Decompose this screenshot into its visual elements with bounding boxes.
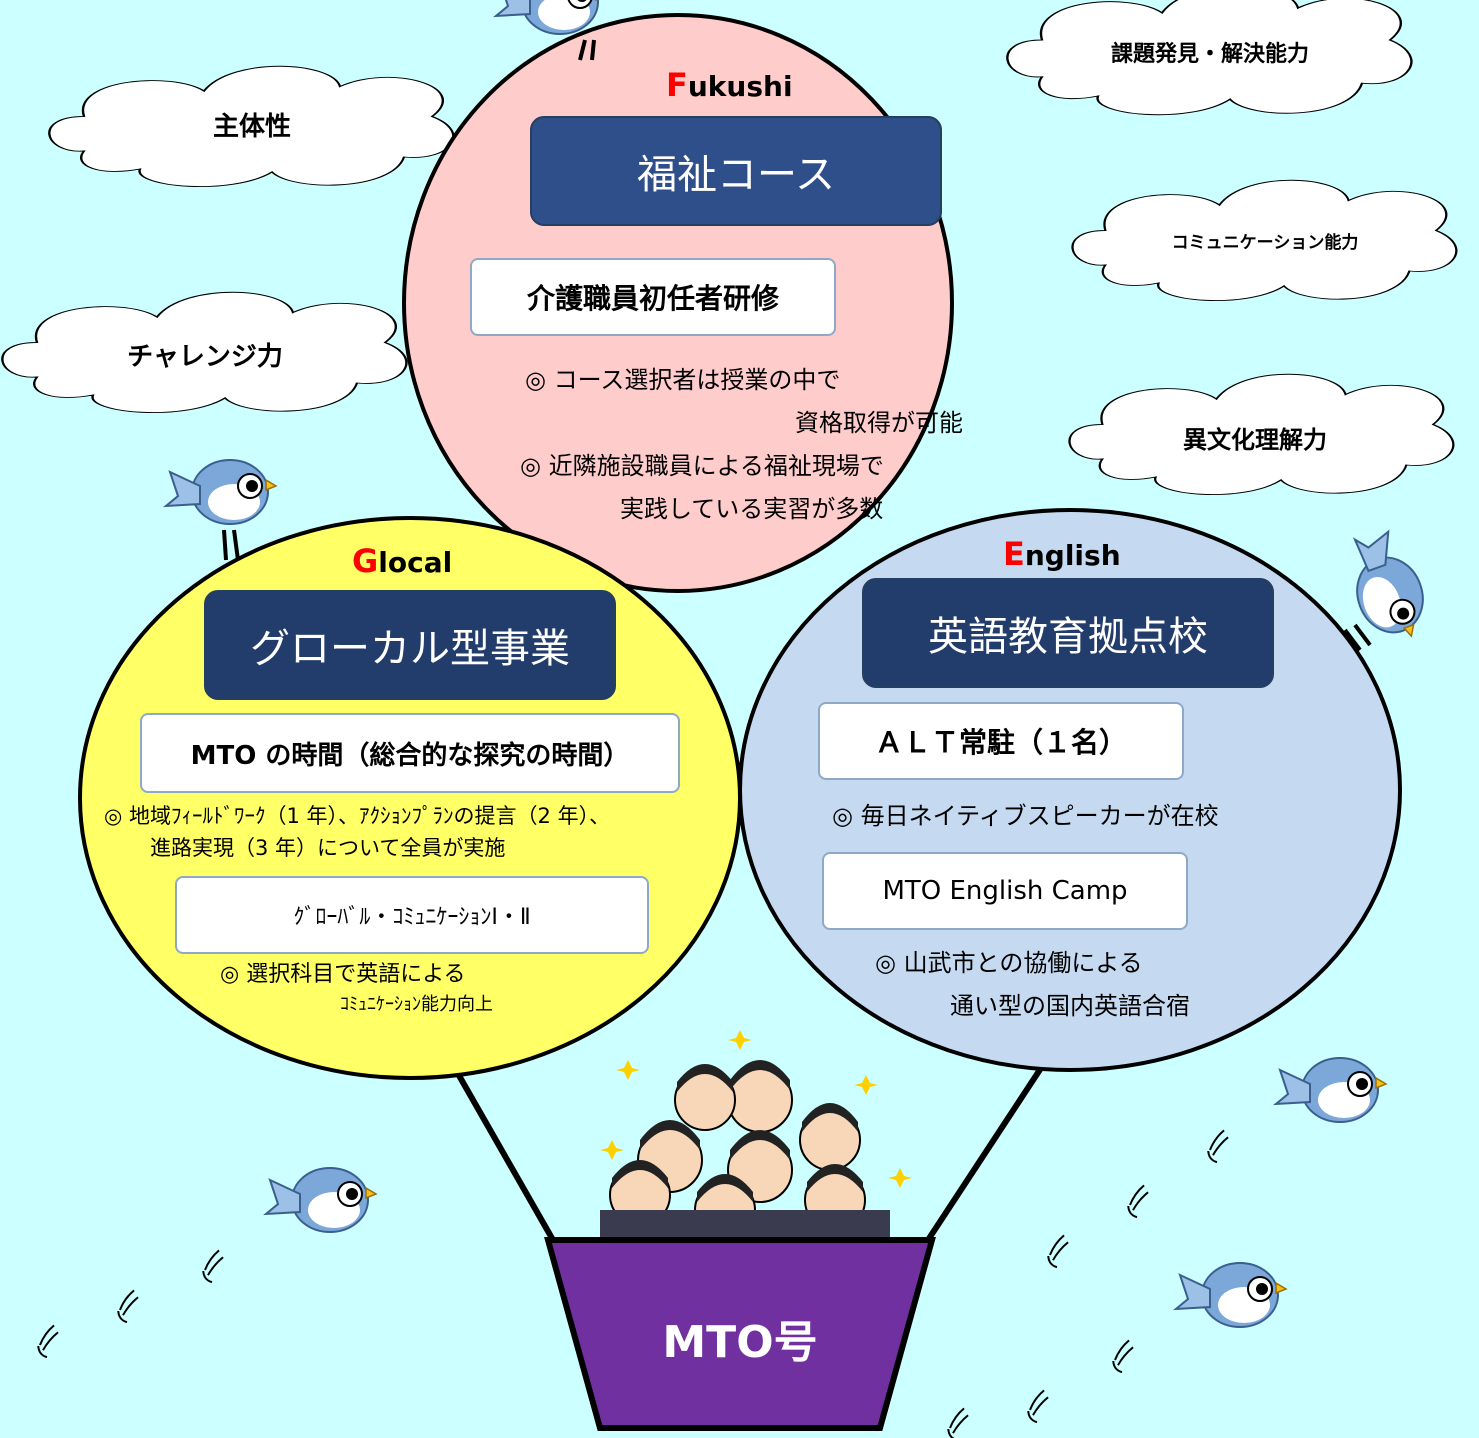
english-item-box-2: MTO English Camp xyxy=(822,852,1188,930)
english-heading-rest: nglish xyxy=(1024,539,1121,572)
fukushi-initial: F xyxy=(666,66,688,104)
english-title-box: 英語教育拠点校 xyxy=(862,578,1274,688)
glocal-note-2a: ◎ 選択科目で英語による xyxy=(220,962,466,987)
fukushi-note-2a: ◎ 近隣施設職員による福祉現場で xyxy=(520,452,884,480)
english-item-label-1: ＡＬＴ常駐（１名） xyxy=(874,726,1127,759)
cloud-label-communication: コミュニケーション能力 xyxy=(1171,233,1359,253)
fukushi-note-1b: 資格取得が可能 xyxy=(795,409,963,437)
glocal-item-label-1: MTO の時間（総合的な探究の時間） xyxy=(190,740,630,771)
fukushi-item-box: 介護職員初任者研修 xyxy=(470,258,836,336)
glocal-item-box-1: MTO の時間（総合的な探究の時間） xyxy=(140,713,680,793)
glocal-heading-rest: local xyxy=(378,546,453,579)
fukushi-note-2b: 実践している実習が多数 xyxy=(620,495,884,523)
rope-left xyxy=(450,1063,556,1242)
bird-icon xyxy=(265,1167,377,1233)
english-item-label-2: MTO English Camp xyxy=(882,876,1128,906)
fukushi-item-label: 介護職員初任者研修 xyxy=(526,282,779,315)
glocal-item-box-2: ｸﾞﾛｰﾊﾞﾙ・ｺﾐｭﾆｹｰｼｮﾝⅠ・Ⅱ xyxy=(175,876,649,954)
glocal-heading: Glocal xyxy=(352,542,452,580)
rope-right xyxy=(925,1063,1046,1242)
english-note-2a: ◎ 山武市との協働による xyxy=(875,949,1143,977)
cloud-label-ibunka: 異文化理解力 xyxy=(1183,426,1327,454)
glocal-note-1b: 進路実現（3 年）について全員が実施 xyxy=(150,836,506,860)
glocal-note-1a: ◎ 地域ﾌｨｰﾙﾄﾞﾜｰｸ（1 年）、ｱｸｼｮﾝﾌﾟﾗﾝの提言（2 年）、 xyxy=(104,804,611,828)
fukushi-heading-rest: ukushi xyxy=(687,70,793,103)
glocal-title: グローカル型事業 xyxy=(250,626,570,672)
students-illustration xyxy=(600,1030,912,1250)
fukushi-title: 福祉コース xyxy=(637,152,835,198)
english-item-box-1: ＡＬＴ常駐（１名） xyxy=(818,702,1184,780)
glocal-initial: G xyxy=(352,542,379,580)
fukushi-title-box: 福祉コース xyxy=(530,116,942,226)
glocal-note-2b: ｺﾐｭﾆｹｰｼｮﾝ能力向上 xyxy=(340,994,493,1015)
basket-label: MTO号 xyxy=(662,1317,818,1368)
english-note-1: ◎ 毎日ネイティブスピーカーが在校 xyxy=(832,802,1219,830)
glocal-item-label-2: ｸﾞﾛｰﾊﾞﾙ・ｺﾐｭﾆｹｰｼｮﾝⅠ・Ⅱ xyxy=(293,905,531,930)
bird-icon xyxy=(1175,1262,1287,1328)
english-heading: English xyxy=(1003,535,1121,573)
english-initial: E xyxy=(1003,535,1025,573)
bird-icon xyxy=(1337,522,1437,651)
english-title: 英語教育拠点校 xyxy=(928,614,1208,660)
bird-icon xyxy=(165,459,277,525)
glocal-title-box: グローカル型事業 xyxy=(204,590,616,700)
fukushi-note-1a: ◎ コース選択者は授業の中で xyxy=(525,366,841,394)
basket-shape xyxy=(544,1237,936,1431)
fukushi-heading: Fukushi xyxy=(666,66,793,104)
english-note-2b: 通い型の国内英語合宿 xyxy=(950,992,1190,1020)
cloud-label-challenge: チャレンジ力 xyxy=(127,342,283,372)
cloud-label-kadai: 課題発見・解決能力 xyxy=(1110,42,1309,67)
bird-icon xyxy=(1275,1057,1387,1123)
cloud-label-shutaisei: 主体性 xyxy=(212,112,291,142)
